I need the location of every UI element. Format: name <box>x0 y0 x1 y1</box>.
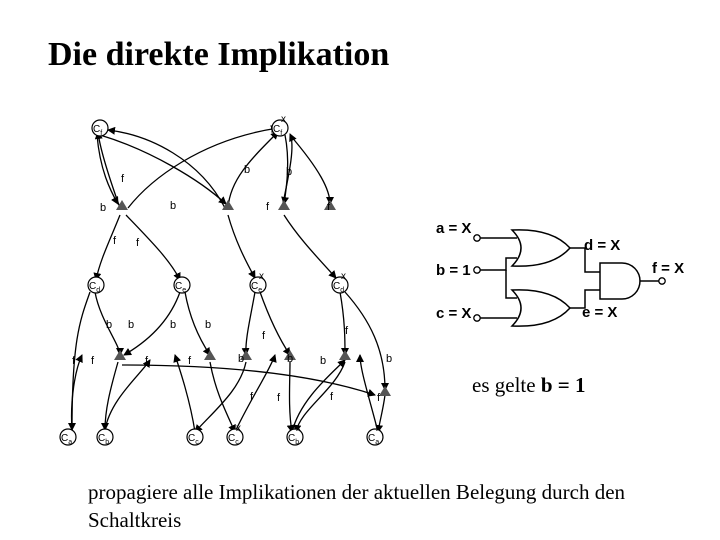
node-cc: Cc <box>188 433 199 446</box>
edge-label: b <box>128 319 134 331</box>
circuit-terminals <box>473 234 666 322</box>
edge-label: f <box>121 173 125 185</box>
edge-label: b <box>238 353 244 365</box>
edge-label: f <box>136 237 140 249</box>
edge-label: b <box>106 319 112 331</box>
logic-circuit <box>478 229 662 327</box>
assumption-note: es gelte b = 1 <box>472 373 585 398</box>
node-ca: Ca <box>61 433 72 446</box>
node-cb: Cb <box>98 433 109 446</box>
circuit-labels: a = X b = 1 c = X d = X e = X f = X <box>436 220 684 322</box>
signal-b-label: b = 1 <box>436 262 471 279</box>
page-title: Die direkte Implikation <box>48 36 390 73</box>
edge-labels: f b b b b f f f f b b b b f f f f f f b … <box>72 164 392 404</box>
edge-label: f <box>91 355 95 367</box>
edge-label: f <box>113 235 117 247</box>
graph-nodes <box>59 119 384 446</box>
node-cc-x-sup: x <box>236 423 241 434</box>
node-ce-x-sup: x <box>259 271 264 282</box>
node-cb-x: Cb <box>288 433 299 446</box>
signal-f-label: f = X <box>652 260 684 277</box>
caption-text: propagiere alle Implikationen der aktuel… <box>88 480 626 532</box>
edge-label: f <box>72 355 76 367</box>
edge-label: f <box>327 201 331 213</box>
implication-graph: Cf Cf x Cd Ce Ce x Cd x Ca Cb Cc Cc x Cb… <box>59 114 684 446</box>
edge-label: f <box>145 355 149 367</box>
node-cd: Cd <box>89 281 100 294</box>
assumption-value: b = 1 <box>540 373 586 397</box>
edge-label: f <box>377 392 381 404</box>
edge-label: f <box>277 392 281 404</box>
node-cf-x-sup: x <box>281 114 286 125</box>
signal-e-label: e = X <box>582 304 617 321</box>
edge-label: f <box>188 355 192 367</box>
edge-label: b <box>287 353 293 365</box>
or-gate-upper <box>510 229 572 267</box>
node-ca-x: Ca <box>368 433 379 446</box>
node-labels: Cf Cf x Cd Ce Ce x Cd x Ca Cb Cc Cc x Cb… <box>61 114 381 446</box>
junctions <box>114 200 391 396</box>
node-ce: Ce <box>175 281 186 294</box>
edge-label: b <box>205 319 211 331</box>
node-cb-x-sup: x <box>296 423 301 434</box>
node-cf: Cf <box>93 124 102 137</box>
or-gate-lower <box>510 289 572 327</box>
edge-label: b <box>244 164 250 176</box>
edge-label: f <box>250 391 254 403</box>
node-ce-x: Ce <box>251 281 262 294</box>
edge-label: f <box>262 330 266 342</box>
edge-label: b <box>170 200 176 212</box>
node-cc-x: Cc <box>228 433 239 446</box>
signal-c-label: c = X <box>436 305 471 322</box>
edge-label: b <box>386 353 392 365</box>
signal-d-label: d = X <box>584 237 620 254</box>
edge-label: f <box>330 391 334 403</box>
node-ca-x-sup: x <box>376 423 381 434</box>
edge-label: f <box>345 325 349 337</box>
and-gate <box>599 262 641 300</box>
node-cd-x: Cd <box>333 281 344 294</box>
edge-label: f <box>266 201 270 213</box>
assumption-prefix: es gelte <box>472 373 536 397</box>
edge-label: b <box>286 166 292 178</box>
signal-a-label: a = X <box>436 220 471 237</box>
node-cf-x: Cf <box>273 124 282 137</box>
node-cd-x-sup: x <box>341 271 346 282</box>
edge-label: b <box>100 202 106 214</box>
edge-label: b <box>170 319 176 331</box>
edge-label: b <box>320 355 326 367</box>
